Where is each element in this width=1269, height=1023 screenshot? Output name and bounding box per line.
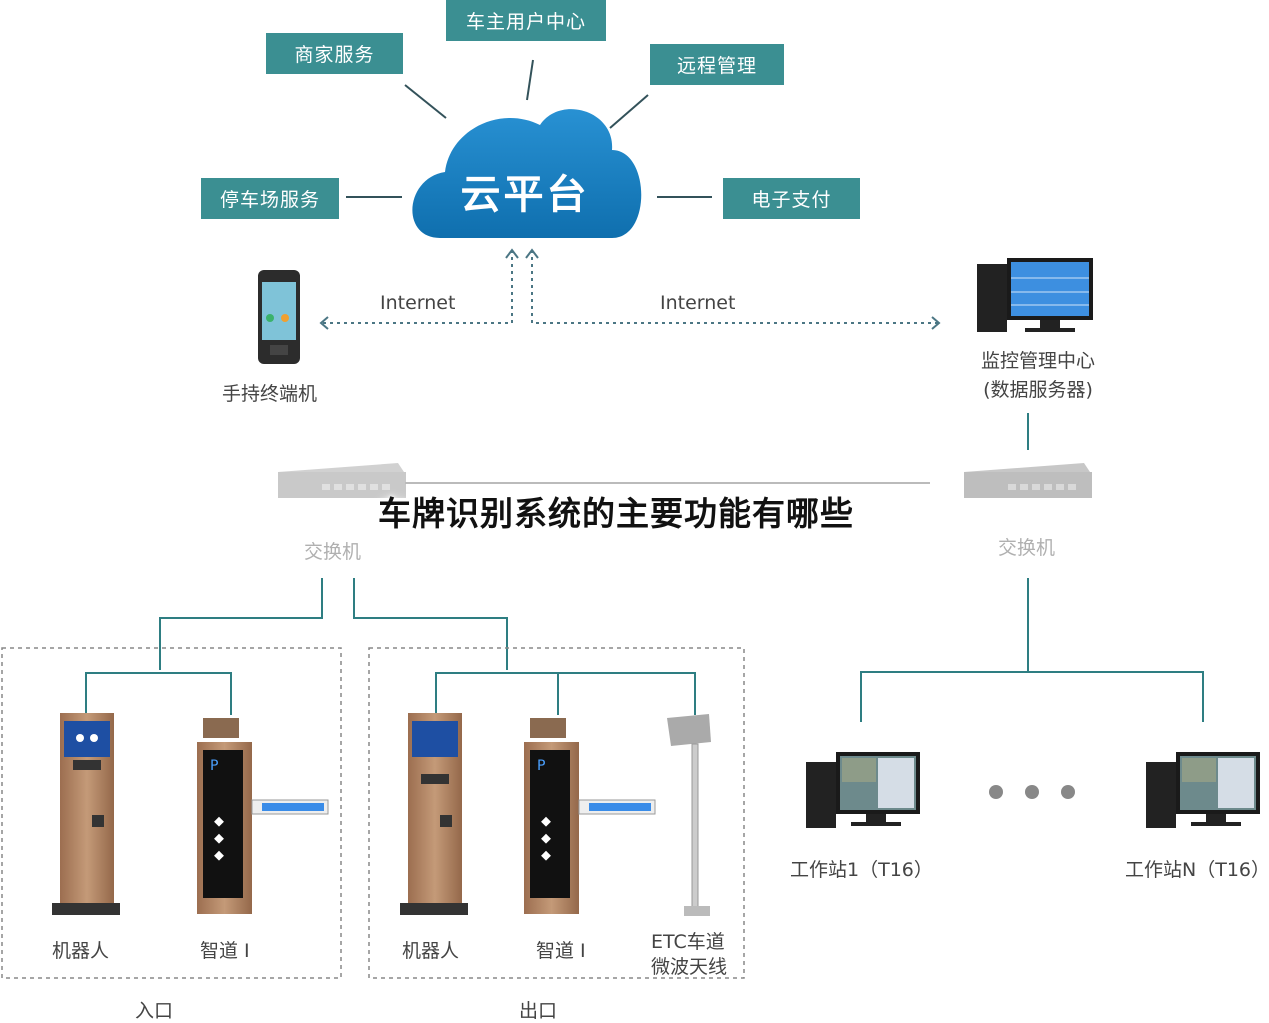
gate-entry-label: 智道 I bbox=[200, 940, 250, 962]
switch-left-label: 交换机 bbox=[304, 541, 362, 563]
handheld-terminal-icon bbox=[258, 270, 300, 364]
service-car-owner-center: 车主用户中心 bbox=[446, 0, 606, 41]
handheld-label: 手持终端机 bbox=[222, 383, 318, 405]
robot-kiosk-exit-icon bbox=[400, 713, 468, 915]
robot-exit-label: 机器人 bbox=[402, 940, 460, 962]
robot-kiosk-entry-icon bbox=[52, 713, 120, 915]
more-workstations-dots bbox=[989, 785, 1075, 799]
cloud-platform-label: 云平台 bbox=[460, 172, 590, 218]
switch-right-label: 交换机 bbox=[998, 537, 1056, 559]
internet-label-left: Internet bbox=[380, 292, 456, 314]
internet-link-left bbox=[322, 250, 513, 324]
svg-text:P: P bbox=[537, 758, 545, 774]
robot-entry-label: 机器人 bbox=[52, 940, 110, 962]
barrier-gate-exit-icon: P bbox=[524, 718, 656, 914]
connector-remote bbox=[609, 94, 649, 129]
svg-text:P: P bbox=[210, 758, 218, 774]
cloud-shape bbox=[412, 109, 642, 239]
service-remote-management: 远程管理 bbox=[650, 44, 784, 85]
entry-zone-label: 入口 bbox=[135, 1000, 174, 1022]
gate-exit-label: 智道 I bbox=[536, 940, 586, 962]
workstation-n-label: 工作站N（T16） bbox=[1125, 859, 1269, 881]
monitor-center-sublabel: (数据服务器) bbox=[983, 379, 1093, 401]
connector-merchant bbox=[404, 84, 447, 119]
switch-left-icon bbox=[278, 463, 406, 498]
service-parking: 停车场服务 bbox=[201, 178, 339, 219]
etc-label: ETC车道 bbox=[651, 931, 725, 953]
service-payment: 电子支付 bbox=[723, 178, 860, 219]
workstation-n-icon bbox=[1146, 752, 1260, 828]
etc-antenna-icon bbox=[667, 714, 711, 916]
entry-zone bbox=[1, 647, 342, 979]
overlay-title: 车牌识别系统的主要功能有哪些 bbox=[378, 494, 854, 533]
switch-right-icon bbox=[964, 463, 1092, 498]
exit-zone bbox=[368, 647, 745, 979]
workstation-1-icon bbox=[806, 752, 920, 828]
workstation-1-label: 工作站1（T16） bbox=[790, 859, 933, 881]
internet-link-right bbox=[531, 250, 938, 324]
barrier-gate-entry-icon: P bbox=[197, 718, 329, 914]
server-computer-icon bbox=[977, 258, 1093, 332]
monitor-center-label: 监控管理中心 bbox=[980, 350, 1095, 372]
etc-sublabel: 微波天线 bbox=[651, 956, 728, 978]
service-merchant: 商家服务 bbox=[266, 33, 403, 74]
exit-zone-label: 出口 bbox=[519, 1000, 558, 1022]
internet-label-right: Internet bbox=[660, 292, 736, 314]
connector-owner bbox=[526, 59, 534, 101]
